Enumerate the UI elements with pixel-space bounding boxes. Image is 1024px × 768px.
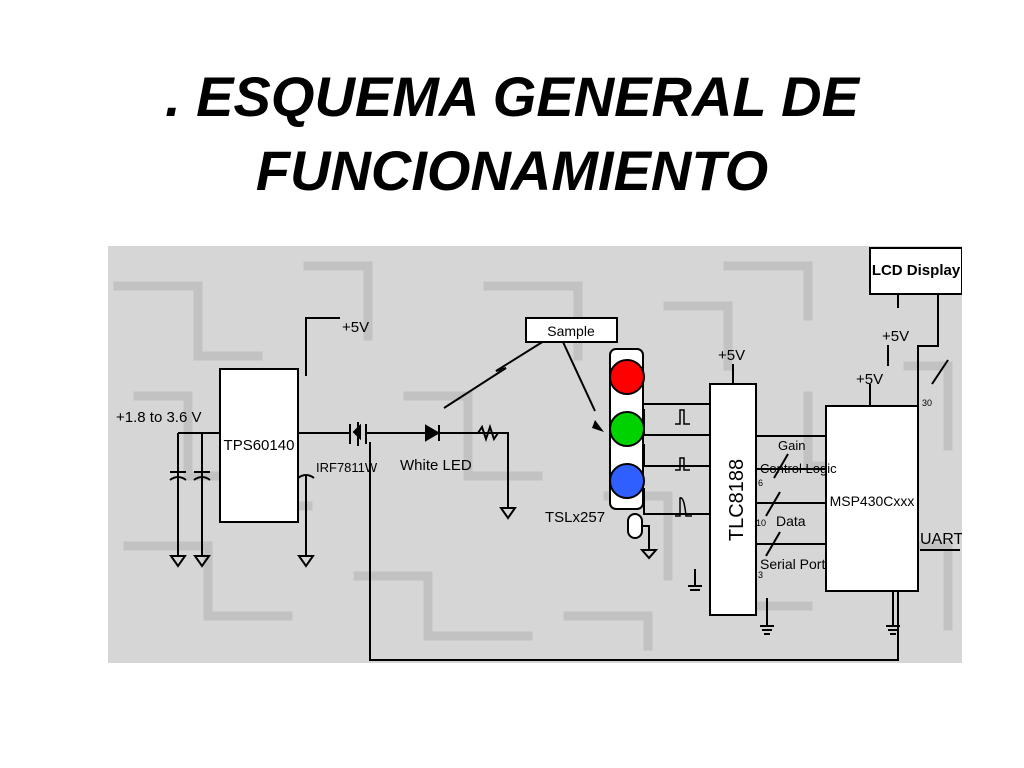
sample-label: Sample: [547, 323, 595, 339]
serial-bus-width: 3: [758, 570, 763, 580]
sample-arrowhead: [592, 420, 604, 432]
plus5v-label-mcu: +5V: [856, 371, 883, 388]
plus5v-label-adc: +5V: [718, 347, 745, 364]
input-voltage-label: +1.8 to 3.6 V: [116, 409, 201, 426]
adc-block: TLC8188: [709, 383, 757, 616]
mosfet-symbol: [349, 422, 367, 446]
mcu-block: MSP430Cxxx: [825, 405, 919, 592]
blue-filter: [609, 463, 645, 499]
color-sensor-stack: [609, 348, 645, 539]
sample-box: Sample: [525, 317, 618, 343]
data-signal-label: Data: [776, 513, 806, 529]
regulator-label: TPS60140: [224, 437, 295, 454]
control-logic-signal-label: Control Logic: [760, 461, 837, 476]
ground-symbols: [169, 507, 900, 635]
slide-title-line-1: . ESQUEMA GENERAL DE: [165, 65, 859, 128]
lcd-bus-width: 30: [922, 398, 932, 408]
gain-signal-label: Gain: [778, 438, 805, 453]
sensor-label: TSLx257: [545, 509, 605, 526]
white-led-symbol: [425, 424, 440, 442]
input-capacitors: [169, 471, 315, 481]
mcu-label: MSP430Cxxx: [830, 493, 915, 509]
signal-waveforms: [675, 409, 692, 517]
circuit-schematic: TPS60140 IRF7811W White LED Sample: [108, 246, 962, 663]
mosfet-label: IRF7811W: [316, 460, 378, 475]
circuit-wiring: [177, 294, 960, 661]
serial-port-signal-label: Serial Port: [760, 556, 825, 572]
adc-label: TLC8188: [726, 459, 748, 541]
slide-title-line-2: FUNCIONAMIENTO: [255, 139, 769, 202]
plus5v-label-lcd: +5V: [882, 328, 909, 345]
uart-label: UART: [920, 531, 962, 548]
green-filter: [609, 411, 645, 447]
regulator-block: TPS60140: [219, 368, 299, 523]
lcd-display-label: LCD Display: [872, 262, 961, 279]
resistor-symbol: [477, 423, 499, 443]
red-filter: [609, 359, 645, 395]
control-bus-width: 6: [758, 478, 763, 488]
data-bus-width: 10: [756, 518, 766, 528]
white-led-label: White LED: [400, 457, 472, 474]
plus5v-label-top: +5V: [342, 319, 369, 336]
lcd-display-box: LCD Display: [869, 247, 962, 295]
bus-slashes: [765, 359, 949, 557]
